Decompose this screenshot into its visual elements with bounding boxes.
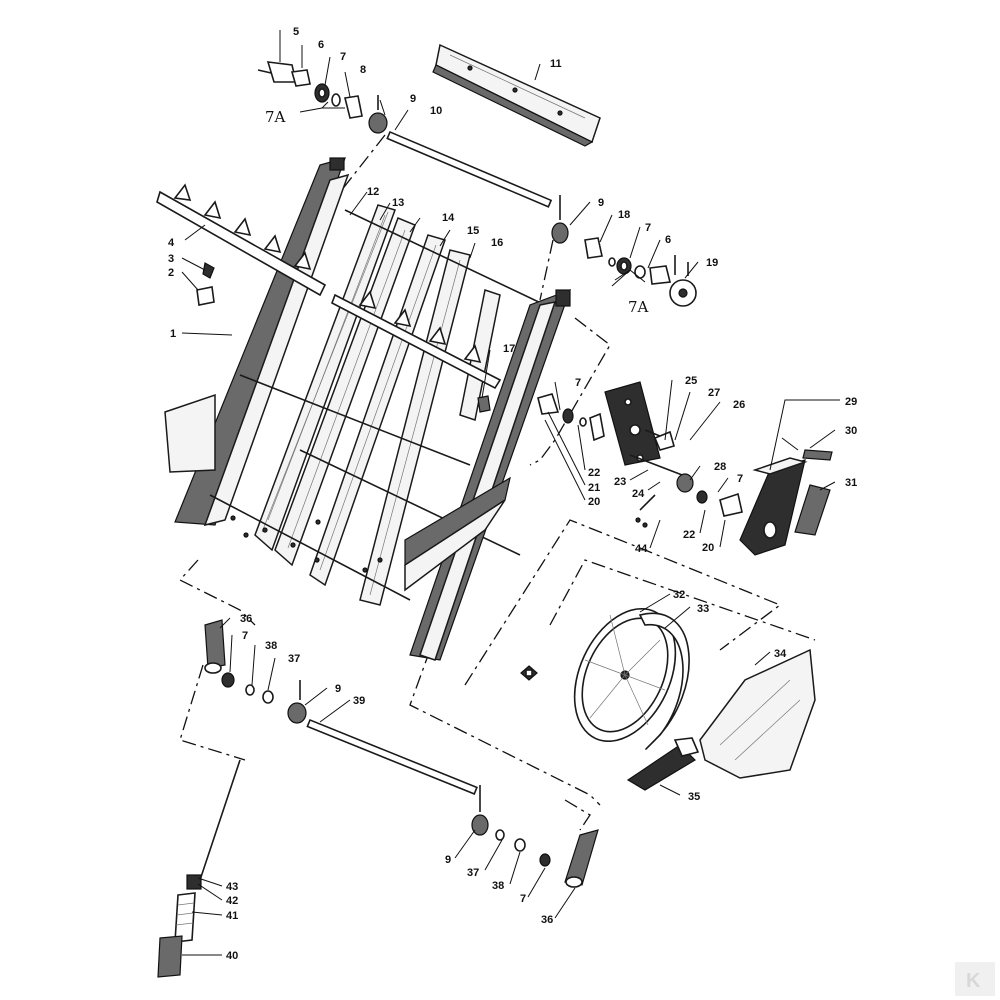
callout-7: 7 (645, 222, 651, 234)
part-4-tine-bar (156, 183, 327, 297)
part-29-housing (739, 437, 808, 556)
frame-bolts (230, 515, 383, 573)
callout-29: 29 (845, 396, 857, 408)
callout-14: 14 (442, 212, 455, 224)
callout-7: 7 (520, 893, 526, 905)
leader-lines (181, 30, 840, 956)
callout-7: 7 (242, 630, 248, 642)
callout-11: 11 (550, 58, 562, 70)
callout-36: 36 (541, 914, 553, 926)
middle-gear-assembly (537, 381, 743, 528)
callout-21: 21 (588, 482, 600, 494)
callout-7A: 7A (265, 108, 286, 126)
callout-40: 40 (226, 950, 238, 962)
part-11-guide-strip (432, 43, 601, 147)
callout-7: 7 (340, 51, 346, 63)
callout-18: 18 (618, 209, 630, 221)
part-17-clip (477, 395, 491, 413)
right-upper-bearing (584, 237, 697, 307)
callout-16: 16 (491, 237, 503, 249)
callout-24: 24 (632, 488, 645, 500)
spring-rod-assembly (157, 759, 241, 978)
callout-7: 7 (575, 377, 581, 389)
callout-34: 34 (774, 648, 787, 660)
callout-28: 28 (714, 461, 726, 473)
part-14-slat (309, 234, 446, 587)
callout-22: 22 (683, 529, 695, 541)
callout-7: 7 (737, 473, 743, 485)
corner-logo-icon: K (955, 962, 995, 996)
callout-8: 8 (360, 64, 366, 76)
callout-22: 22 (588, 467, 600, 479)
callout-31: 31 (845, 477, 857, 489)
lower-tine-bar (331, 290, 502, 390)
callout-23: 23 (614, 476, 626, 488)
callout-4: 4 (168, 237, 175, 249)
callout-6: 6 (665, 234, 671, 246)
callout-15: 15 (467, 225, 479, 237)
callout-19: 19 (706, 257, 718, 269)
callout-36: 36 (240, 613, 252, 625)
callout-20: 20 (588, 496, 600, 508)
callout-5: 5 (293, 26, 299, 38)
part-33-belt (638, 612, 690, 750)
callout-33: 33 (697, 603, 709, 615)
callout-39: 39 (353, 695, 365, 707)
callout-12: 12 (367, 186, 379, 198)
callout-6: 6 (318, 39, 324, 51)
callout-9: 9 (598, 197, 604, 209)
callout-42: 42 (226, 895, 238, 907)
callout-38: 38 (265, 640, 277, 652)
callout-26: 26 (733, 399, 745, 411)
right-side-panel (404, 288, 571, 661)
callout-3: 3 (168, 253, 174, 265)
callout-32: 32 (673, 589, 685, 601)
callout-10: 10 (430, 105, 442, 117)
callout-30: 30 (845, 425, 857, 437)
callout-13: 13 (392, 197, 404, 209)
part-1-left-side-panel (164, 157, 350, 527)
lower-shaft-assembly (204, 619, 599, 888)
callout-35: 35 (688, 791, 700, 803)
callout-17: 17 (503, 343, 515, 355)
callout-labels: 5 6 7 8 9 10 7A 11 4 3 2 1 12 13 14 15 1… (168, 26, 857, 962)
callout-25: 25 (685, 375, 697, 387)
callout-9: 9 (410, 93, 416, 105)
callout-37: 37 (288, 653, 300, 665)
part-35-bracket (626, 737, 700, 791)
part-31-cover (794, 484, 831, 536)
part-2-clip (196, 286, 215, 306)
callout-20: 20 (702, 542, 714, 554)
callout-37: 37 (467, 867, 479, 879)
callout-43: 43 (226, 881, 238, 893)
top-shaft-assembly (257, 61, 569, 244)
part-12-slat (254, 204, 396, 552)
corner-logo-text: K (966, 970, 981, 992)
callout-41: 41 (226, 910, 238, 922)
part-16-slat (459, 289, 501, 421)
callout-1: 1 (170, 328, 176, 340)
part-32-wheel (573, 607, 677, 743)
part-3-clip (202, 262, 215, 279)
part-30-pin (802, 449, 833, 461)
callout-9: 9 (445, 854, 451, 866)
callout-27: 27 (708, 387, 720, 399)
callout-2: 2 (168, 267, 174, 279)
callout-44: 44 (635, 543, 648, 555)
brand-emblem-icon (520, 665, 538, 681)
callout-38: 38 (492, 880, 504, 892)
callout-7A: 7A (628, 298, 649, 316)
part-34-cover (699, 648, 816, 779)
callout-9: 9 (335, 683, 341, 695)
